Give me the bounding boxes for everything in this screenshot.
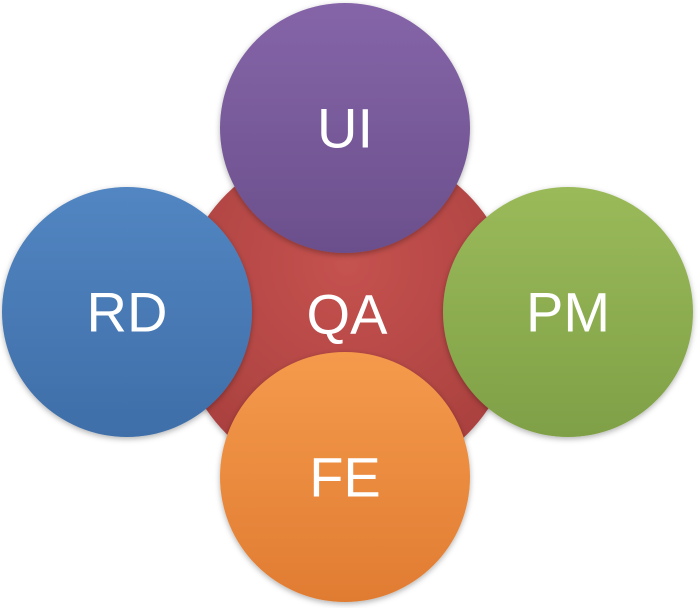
rd-label: RD [87, 281, 168, 344]
pm-circle [443, 187, 693, 437]
fe-circle [220, 352, 470, 602]
rd-circle [2, 187, 252, 437]
ui-label: UI [317, 97, 373, 160]
qa-label: QA [307, 283, 389, 346]
fe-label: FE [309, 446, 381, 509]
pm-label: PM [526, 281, 610, 344]
ui-circle [220, 3, 470, 253]
